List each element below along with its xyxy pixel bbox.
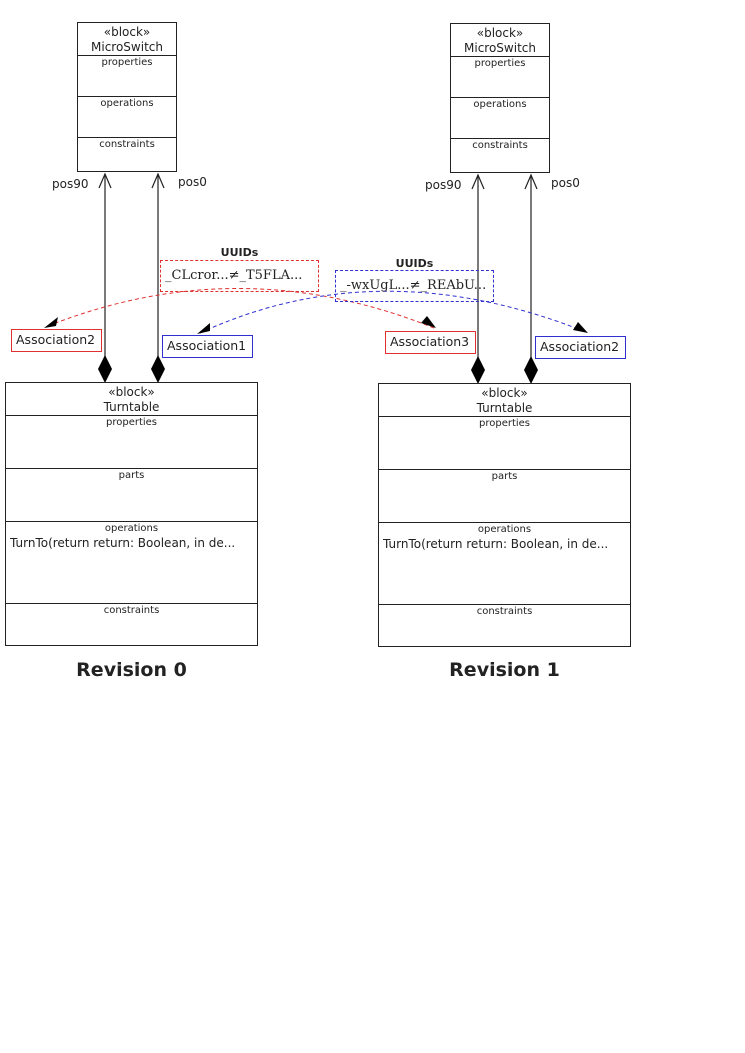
block-name: MicroSwitch: [91, 40, 163, 54]
red-arrow-left: [44, 317, 58, 328]
compartment-title: constraints: [99, 139, 155, 150]
operation-item[interactable]: TurnTo(return return: Boolean, in de...: [10, 536, 236, 550]
association-label[interactable]: Association2: [11, 329, 102, 352]
compartment-title: properties: [478, 418, 531, 429]
blue-arrow-left: [197, 323, 210, 334]
stereotype-label: «block»: [476, 26, 524, 40]
operation-item[interactable]: TurnTo(return return: Boolean, in de...: [383, 537, 609, 551]
constraints-compartment[interactable]: constraints: [78, 137, 176, 172]
role-label-pos90: pos90: [52, 177, 89, 191]
blue-arrow-right: [573, 322, 588, 333]
stereotype-label: «block»: [103, 25, 151, 39]
blue-mapping-curve: [199, 290, 587, 334]
composition-diamond-rev0-right: [151, 355, 165, 383]
compartment-title: properties: [101, 57, 153, 68]
parts-compartment[interactable]: parts: [379, 469, 630, 522]
arrow-head-pos0-rev0: [151, 172, 165, 189]
role-label-pos0: pos0: [178, 175, 207, 189]
association-label[interactable]: Association1: [162, 335, 253, 358]
revision-label: Revision 0: [76, 659, 187, 681]
compartment-title: operations: [473, 99, 527, 110]
compartment-title: operations: [100, 98, 154, 109]
properties-compartment[interactable]: properties: [78, 55, 176, 96]
role-label-pos0: pos0: [551, 176, 580, 190]
properties-compartment[interactable]: properties: [451, 56, 549, 97]
uuids-box-blue: _-wxUgL...≠_REAbU...: [335, 270, 494, 302]
operations-compartment[interactable]: operations TurnTo(return return: Boolean…: [6, 521, 257, 603]
arrow-head-pos0-rev1: [524, 173, 538, 190]
composition-diamond-rev1-left: [471, 356, 485, 384]
compartment-title: operations: [477, 524, 532, 535]
uuids-title: UUIDs: [220, 246, 259, 259]
compartment-title: parts: [118, 470, 145, 481]
uuids-title: UUIDs: [395, 257, 434, 270]
stereotype-label: «block»: [108, 385, 155, 399]
composition-diamond-rev1-right: [524, 356, 538, 384]
association-label[interactable]: Association2: [535, 336, 626, 359]
revision-label: Revision 1: [449, 659, 560, 681]
operations-compartment[interactable]: operations: [78, 96, 176, 137]
microswitch-block-rev0[interactable]: «block» MicroSwitch properties operation…: [77, 22, 177, 172]
red-arrow-right: [421, 316, 436, 328]
uuids-box-red: _CLcror...≠_T5FLA...: [160, 260, 319, 292]
block-name: MicroSwitch: [464, 41, 536, 55]
compartment-title: parts: [491, 471, 518, 482]
turntable-block-rev0[interactable]: «block» Turntable properties parts opera…: [5, 382, 258, 646]
constraints-compartment[interactable]: constraints: [379, 604, 630, 646]
operations-compartment[interactable]: operations: [451, 97, 549, 138]
stereotype-label: «block»: [481, 386, 528, 400]
red-mapping-curve: [47, 288, 435, 329]
compartment-title: properties: [105, 417, 158, 428]
arrow-head-pos90-rev0: [98, 172, 112, 189]
compartment-title: constraints: [472, 140, 528, 151]
compartment-title: constraints: [103, 605, 160, 616]
constraints-compartment[interactable]: constraints: [6, 603, 257, 645]
compartment-title: operations: [104, 523, 159, 534]
composition-diamond-rev0-left: [98, 355, 112, 383]
operations-compartment[interactable]: operations TurnTo(return return: Boolean…: [379, 522, 630, 604]
arrow-head-pos90-rev1: [471, 173, 485, 190]
block-name: Turntable: [476, 401, 533, 415]
parts-compartment[interactable]: parts: [6, 468, 257, 521]
role-label-pos90: pos90: [425, 178, 462, 192]
constraints-compartment[interactable]: constraints: [451, 138, 549, 173]
properties-compartment[interactable]: properties: [6, 415, 257, 468]
compartment-title: constraints: [476, 606, 533, 617]
turntable-block-rev1[interactable]: «block» Turntable properties parts opera…: [378, 383, 631, 647]
compartment-title: properties: [474, 58, 526, 69]
microswitch-block-rev1[interactable]: «block» MicroSwitch properties operation…: [450, 23, 550, 173]
block-name: Turntable: [103, 400, 160, 414]
properties-compartment[interactable]: properties: [379, 416, 630, 469]
association-label[interactable]: Association3: [385, 331, 476, 354]
